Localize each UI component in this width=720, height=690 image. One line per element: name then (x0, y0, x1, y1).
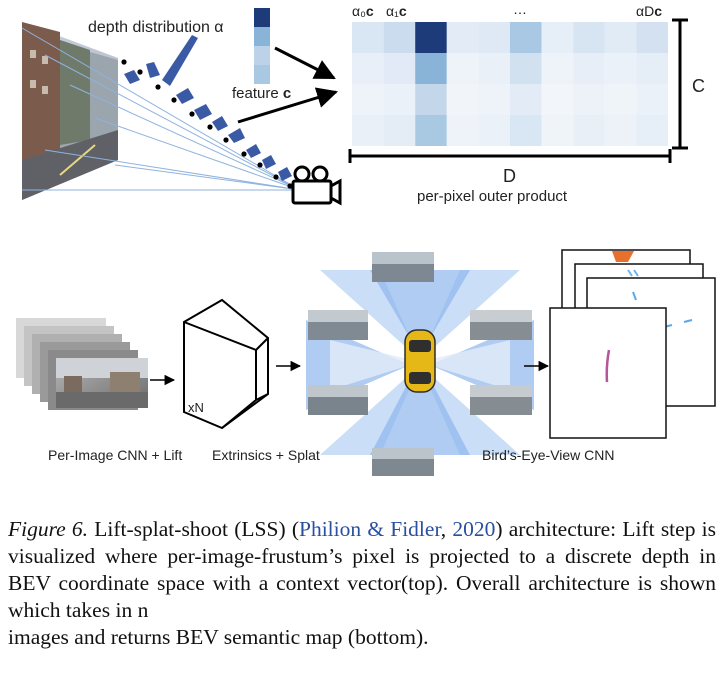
citation-sep: , (440, 517, 453, 541)
street-image (22, 22, 118, 200)
c-dimension-bracket (672, 18, 688, 150)
grid-cell (383, 22, 416, 53)
grid-cell (446, 22, 479, 53)
grid-cell (352, 22, 384, 53)
grid-cell (541, 53, 574, 84)
frustum-rays (21, 27, 301, 191)
grid-cell (636, 22, 668, 53)
citation-year[interactable]: 2020 (452, 517, 496, 541)
grid-cell (510, 53, 542, 84)
grid-cell (415, 53, 447, 84)
grid-cell (446, 84, 479, 115)
grid-cell (446, 115, 479, 146)
xn-label: xN (188, 400, 204, 415)
grid-cell (510, 115, 542, 146)
grid-cell (352, 53, 384, 84)
grid-cell (478, 53, 510, 84)
grid-cell (541, 115, 574, 146)
car-icon (404, 329, 436, 393)
grid-cell (352, 84, 384, 115)
d-dimension-bracket (348, 149, 672, 163)
figure-label: Figure 6. (8, 517, 89, 541)
outer-product-grid (352, 22, 668, 146)
grid-cell (383, 115, 416, 146)
camera-image-stack (16, 318, 148, 410)
grid-cell (352, 115, 384, 146)
stage3-label: Bird’s-Eye-View CNN (482, 447, 615, 463)
frustum-shape (183, 298, 269, 430)
grid-cell (510, 22, 542, 53)
arrow-depth-to-grid (274, 46, 336, 80)
grid-cell (604, 53, 637, 84)
col-label-ad: αDc (636, 3, 662, 19)
splat-scene (306, 252, 534, 476)
stage1-label: Per-Image CNN + Lift (48, 447, 182, 463)
grid-cell (415, 115, 447, 146)
depth-distribution-bars (124, 35, 292, 181)
bev-map-stack (549, 249, 716, 439)
depth-distribution-label: depth distribution α (88, 19, 224, 36)
c-dimension-label: C (692, 76, 705, 96)
grid-cell (636, 115, 668, 146)
stage2-label: Extrinsics + Splat (212, 447, 320, 463)
grid-cell (573, 84, 605, 115)
figure-caption: Figure 6. Lift-splat-shoot (LSS) (Philio… (8, 516, 716, 651)
feature-vector (254, 8, 270, 84)
d-dimension-label: D (503, 166, 516, 186)
col-label-a0: α₀c (352, 3, 374, 19)
grid-cell (573, 115, 605, 146)
grid-cell (415, 84, 447, 115)
grid-cell (636, 53, 668, 84)
grid-cell (478, 84, 510, 115)
caption-last-line: images and returns BEV semantic map (bot… (8, 625, 429, 649)
grid-cell (541, 84, 574, 115)
arrow-feature-to-grid (237, 87, 339, 124)
depth-points (121, 59, 293, 189)
grid-cell (573, 53, 605, 84)
grid-cell (415, 22, 447, 53)
grid-cell (383, 84, 416, 115)
caption-text-before: Lift-splat-shoot (LSS) ( (88, 517, 299, 541)
grid-cell (510, 84, 542, 115)
col-label-dots: … (513, 1, 527, 17)
grid-cell (446, 53, 479, 84)
caption-text-after: ) architecture: Lift step is visualized … (8, 517, 716, 622)
grid-cell (604, 84, 637, 115)
grid-cell (541, 22, 574, 53)
outer-product-label: per-pixel outer product (417, 188, 568, 205)
grid-cell (478, 115, 510, 146)
grid-cell (383, 53, 416, 84)
grid-cell (604, 22, 637, 53)
grid-cell (478, 22, 510, 53)
camera-icon (291, 165, 342, 206)
citation-authors[interactable]: Philion & Fidler (298, 517, 441, 541)
grid-cell (573, 22, 605, 53)
grid-cell (604, 115, 637, 146)
grid-cell (636, 84, 668, 115)
col-label-a1: α₁c (386, 3, 407, 19)
feature-label: feature c (232, 85, 291, 102)
